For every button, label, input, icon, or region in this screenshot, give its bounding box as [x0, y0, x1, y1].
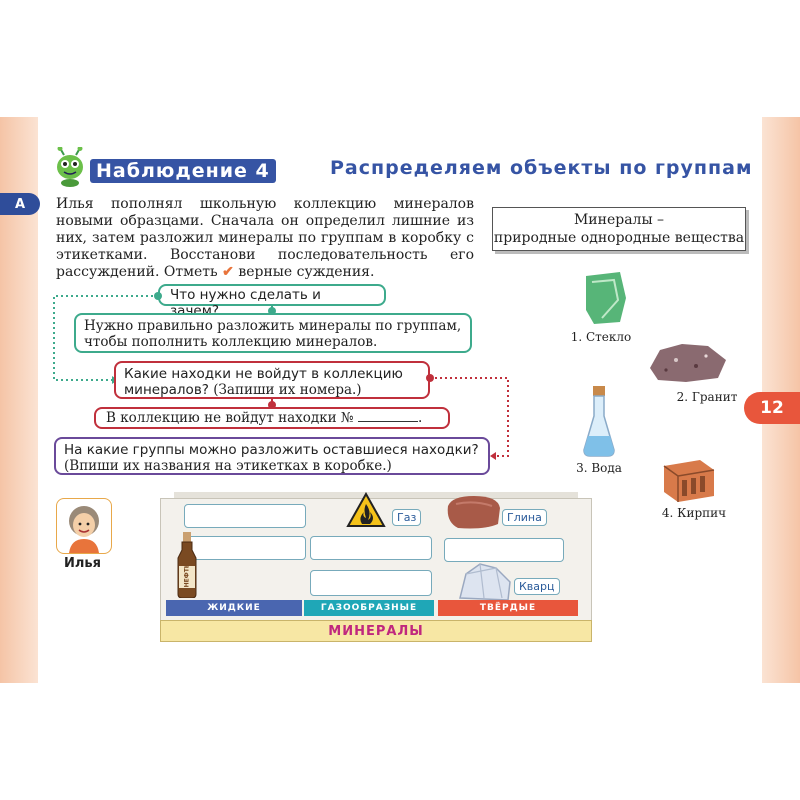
question-3-text: На какие группы можно разложить оставшие… [64, 442, 479, 458]
question-2-text: Какие находки не войдут в коллекцию мине… [124, 366, 403, 398]
find-2-label: 2. Гранит [676, 390, 738, 404]
ilya-name: Илья [64, 556, 101, 571]
answer-2-dot [268, 401, 276, 409]
answer-2-text: В коллекцию не войдут находки № [106, 410, 354, 426]
find-3-label: 3. Вода [576, 461, 622, 475]
question-1-box: Что нужно сделать и зачем? [158, 284, 386, 319]
water-flask-icon [583, 386, 615, 457]
slot-liquid-1[interactable] [184, 504, 306, 528]
tag-quartz: Кварц [514, 578, 560, 595]
page-number: 12 [744, 392, 800, 424]
slot-gas-3[interactable] [310, 570, 432, 596]
task-text-part1: Илья пополнял школьную коллекцию минерал… [56, 196, 474, 280]
definition-box: Минералы – природные однородные вещества [492, 207, 746, 251]
question-2-hint: (Запиши их номера.) [213, 382, 362, 398]
boy-portrait-icon [69, 506, 99, 553]
definition-line1: Минералы – [573, 212, 665, 228]
box-lid-back [174, 492, 578, 502]
answer-1-box: Нужно правильно разложить минералы по гр… [74, 313, 472, 353]
question-2-box: Какие находки не войдут в коллекцию мине… [114, 361, 430, 399]
definition-line2: природные однородные вещества [493, 230, 745, 246]
collection-front-panel: МИНЕРАЛЫ [160, 620, 592, 642]
clay-icon [447, 496, 500, 529]
tag-clay: Глина [502, 509, 547, 526]
find-1-label: 1. Стекло [570, 330, 632, 344]
question-3-box: На какие группы можно разложить оставшие… [54, 437, 490, 475]
alien-mascot-icon [57, 147, 83, 187]
find-4-label: 4. Кирпич [661, 506, 727, 520]
collection-title: МИНЕРАЛЫ [328, 623, 424, 639]
slot-gas-2[interactable] [310, 536, 432, 560]
granite-icon [650, 344, 726, 382]
question-3-hint: (Впиши их названия на этикетках в коробк… [64, 458, 392, 474]
check-mark-icon: ✔ [222, 264, 234, 280]
topic-title: Распределяем объекты по группам [330, 157, 753, 179]
group-solid-label: ТВЁРДЫЕ [438, 600, 578, 616]
flammable-hazard-icon [346, 492, 386, 527]
answer-2-blank[interactable] [358, 421, 418, 422]
oil-bottle-icon [177, 532, 197, 598]
ilya-avatar [56, 498, 112, 554]
quartz-icon [459, 563, 511, 601]
group-liquid-label: ЖИДКИЕ [166, 600, 302, 616]
question-1-dot [154, 292, 162, 300]
answer-2-box: В коллекцию не войдут находки № . [94, 407, 450, 429]
mineral-collection-box: Газ Глина Кварц НЕФТЬ ЖИДКИЕ ГАЗООБРАЗНЫ… [160, 492, 592, 642]
glass-shard-icon [586, 272, 626, 324]
tag-gas: Газ [392, 509, 422, 526]
answer-1-text: Нужно правильно разложить минералы по гр… [84, 318, 462, 350]
task-text-part2: верные суждения. [238, 264, 375, 280]
brick-icon [663, 460, 715, 502]
slot-solid-2[interactable] [444, 538, 564, 562]
answer-1-dot [268, 307, 276, 315]
task-text: Илья пополнял школьную коллекцию минерал… [56, 196, 474, 281]
group-gas-label: ГАЗООБРАЗНЫЕ [304, 600, 434, 616]
oil-label: НЕФТЬ [183, 563, 191, 588]
section-marker: A [0, 193, 40, 215]
question-2-dot [426, 374, 434, 382]
slot-liquid-2[interactable] [184, 536, 306, 560]
section-label: Наблюдение 4 [90, 159, 276, 183]
